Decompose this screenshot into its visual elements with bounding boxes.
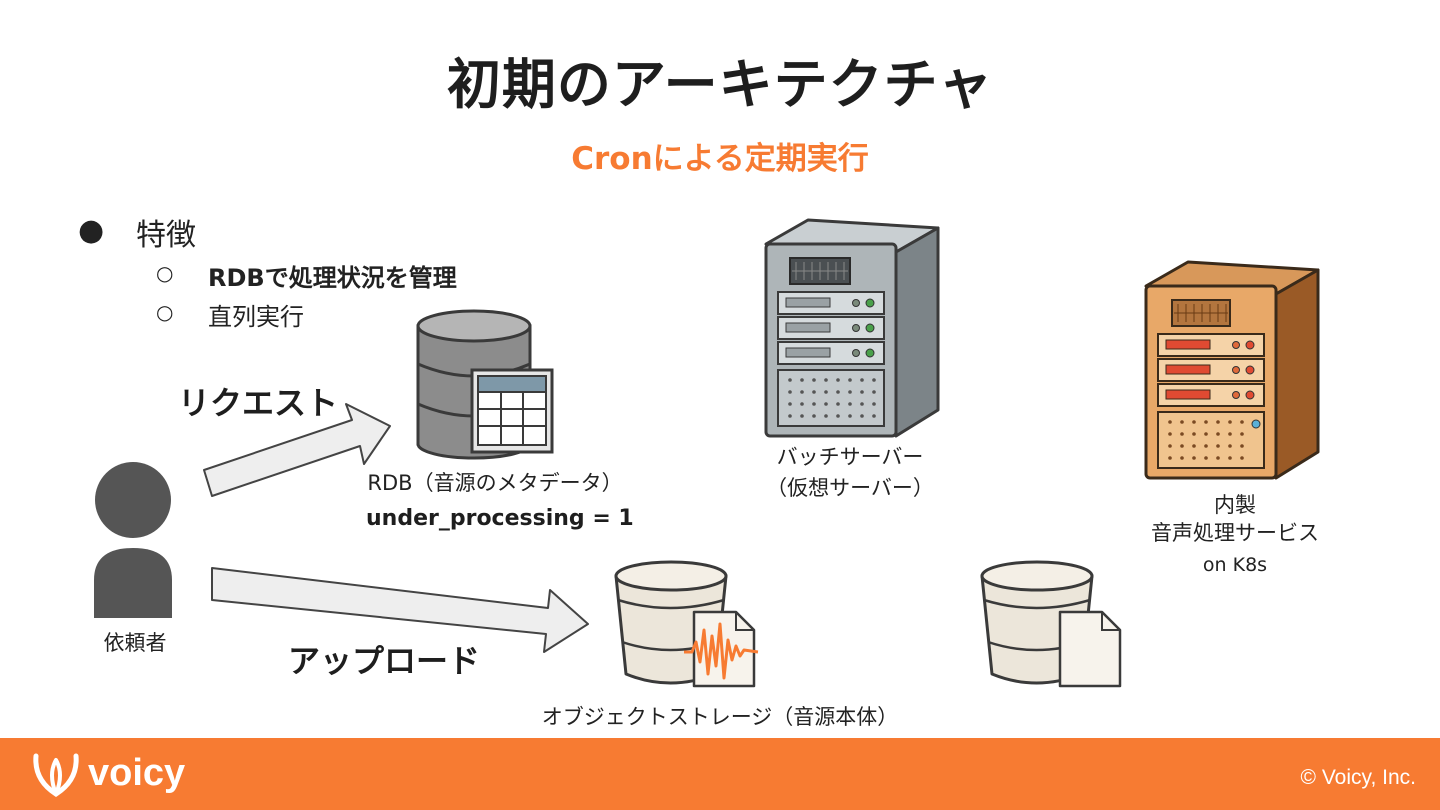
upload-arrow — [211, 567, 589, 653]
storage-label: オブジェクトストレージ（音源本体） — [541, 705, 899, 729]
slide-title: 初期のアーキテクチャ — [446, 53, 994, 116]
rdb-label: RDB（音源のメタデータ） — [367, 471, 623, 495]
batch-server-label-line2: （仮想サーバー） — [766, 476, 934, 500]
sub-marker-2: ○ — [156, 300, 174, 324]
feature-item-2: 直列実行 — [208, 303, 304, 331]
audio-service-server-icon — [1144, 260, 1320, 480]
footer-brand: voicy — [88, 752, 186, 794]
file-bucket-icon — [980, 560, 1122, 688]
rdb-flag: under_processing = 1 — [366, 506, 634, 531]
features-heading: 特徴 — [136, 218, 196, 253]
service-label-line2: 音声処理サービス — [1151, 521, 1319, 545]
footer-copyright: © Voicy, Inc. — [1300, 766, 1416, 789]
audio-bucket-icon — [614, 560, 759, 688]
bullet-marker: ● — [78, 213, 105, 248]
person-icon — [94, 462, 172, 618]
batch-server-icon — [764, 218, 940, 438]
database-icon — [416, 309, 554, 460]
service-label-line1: 内製 — [1214, 493, 1256, 517]
slide-subtitle: Cronによる定期実行 — [571, 141, 869, 177]
upload-label: アップロード — [288, 642, 481, 680]
service-label-line3: on K8s — [1202, 554, 1268, 576]
voicy-logo-icon — [33, 753, 79, 797]
request-arrow — [203, 403, 391, 497]
batch-server-label-line1: バッチサーバー — [776, 445, 924, 469]
requester-label: 依頼者 — [103, 631, 167, 655]
request-label: リクエスト — [178, 384, 339, 422]
feature-item-1: RDBで処理状況を管理 — [208, 264, 457, 292]
sub-marker-1: ○ — [156, 261, 174, 285]
footer-bar — [0, 738, 1440, 810]
